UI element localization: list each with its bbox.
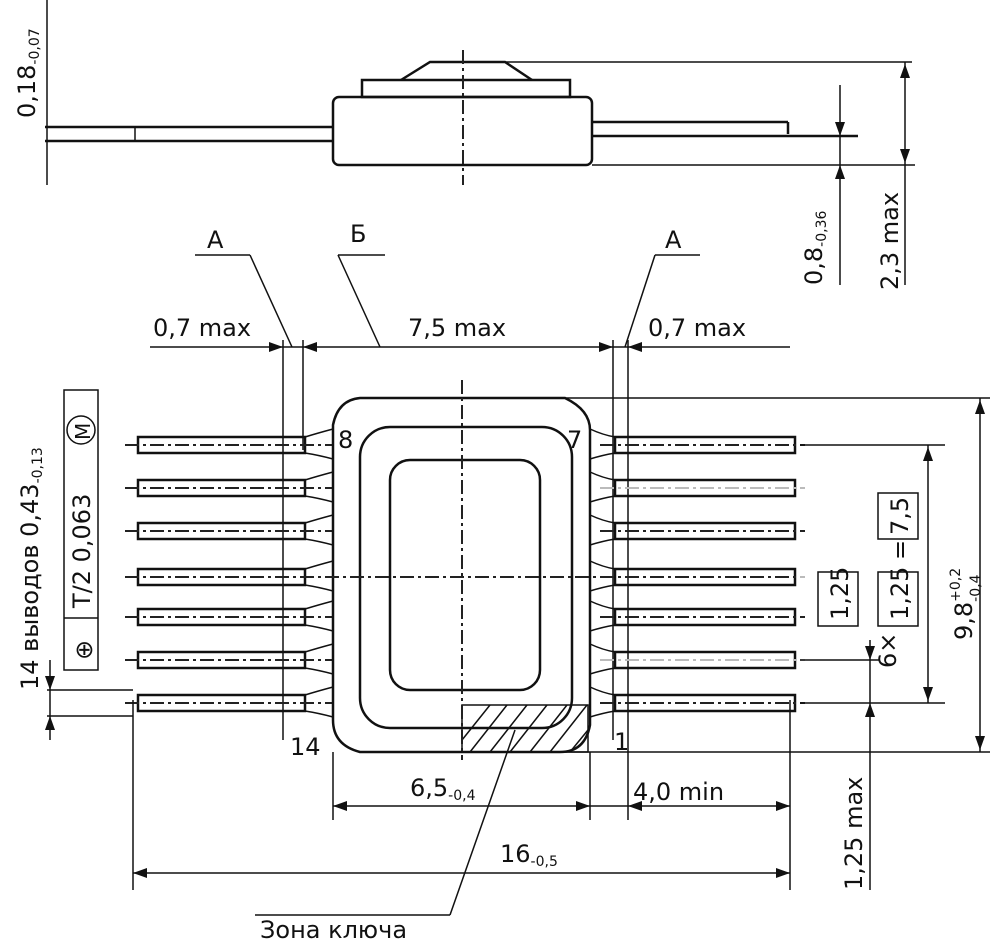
pitch-eq-dim: 1,25 bbox=[886, 567, 914, 620]
lead-right-neck bbox=[589, 514, 616, 546]
lead-right-neck bbox=[589, 428, 616, 460]
position-tolerance-frame: M Т/2 0,063 ⊕ bbox=[63, 389, 99, 671]
lead-left-neck bbox=[304, 560, 334, 592]
lead-left-neck bbox=[304, 686, 334, 718]
section-label-b: Б bbox=[350, 220, 366, 248]
lead-right-neck bbox=[589, 643, 616, 675]
key-zone-hatch bbox=[461, 704, 589, 753]
gap-right-dim: 0,7 max bbox=[648, 314, 746, 342]
lead-right-neck bbox=[589, 560, 616, 592]
svg-text:6,5-0,4: 6,5-0,4 bbox=[410, 774, 476, 804]
standoff-dim: 0,8 bbox=[800, 247, 828, 285]
leads bbox=[125, 428, 805, 718]
lead-right-neck bbox=[589, 471, 616, 503]
lead-length-dim: 4,0 min bbox=[633, 778, 724, 806]
lead-spec: 14 выводов 0,43 bbox=[16, 483, 44, 690]
pin-label-1: 1 bbox=[614, 728, 629, 756]
overall-length-dim: 16 bbox=[500, 840, 531, 868]
section-label-a-left: А bbox=[207, 226, 224, 254]
height-dim: 2,3 max bbox=[876, 192, 904, 290]
body-width-dim: 6,5 bbox=[410, 774, 448, 802]
position-symbol-icon: ⊕ bbox=[70, 640, 98, 660]
svg-text:14 выводов 0,43-0,13: 14 выводов 0,43-0,13 bbox=[16, 447, 46, 690]
svg-text:9,8+0,2-0,4: 9,8+0,2-0,4 bbox=[948, 568, 984, 640]
svg-text:0,18-0,07: 0,18-0,07 bbox=[13, 28, 43, 118]
lead-right-neck bbox=[589, 600, 616, 632]
equals-sign: = bbox=[886, 540, 914, 560]
pitch-count: 6× bbox=[874, 633, 902, 668]
pin-label-7: 7 bbox=[567, 426, 582, 454]
tolerance-value: Т/2 0,063 bbox=[68, 494, 96, 609]
lead-left-neck bbox=[304, 600, 334, 632]
top-view: А Б А 0,7 max 7,5 max 0,7 max bbox=[16, 220, 990, 944]
svg-text:0,8-0,36: 0,8-0,36 bbox=[800, 211, 830, 285]
pin-label-8: 8 bbox=[338, 426, 353, 454]
key-zone-label: Зона ключа bbox=[260, 916, 407, 944]
lead-left-neck bbox=[304, 428, 334, 460]
body-height-dim: 9,8 bbox=[950, 602, 978, 640]
pitch-total-dim: 7,5 bbox=[886, 497, 914, 535]
body-width-max-dim: 7,5 max bbox=[408, 314, 506, 342]
lead-left-neck bbox=[304, 514, 334, 546]
section-label-a-right: А bbox=[665, 226, 682, 254]
lead-thickness-dim: 0,18 bbox=[13, 65, 41, 118]
lid-window bbox=[388, 458, 542, 692]
side-view: 0,18-0,07 0,8-0,36 2,3 max bbox=[13, 0, 915, 290]
svg-text:16-0,5: 16-0,5 bbox=[500, 840, 558, 870]
pitch-dim: 1,25 bbox=[826, 567, 854, 620]
gap-left-dim: 0,7 max bbox=[153, 314, 251, 342]
lead-right-neck bbox=[589, 686, 616, 718]
mmc-modifier: M bbox=[71, 423, 95, 440]
pin-label-14: 14 bbox=[290, 733, 321, 761]
lead-offset-dim: 1,25 max bbox=[840, 777, 868, 890]
lead-left-neck bbox=[304, 471, 334, 503]
lead-left-neck bbox=[304, 643, 334, 675]
